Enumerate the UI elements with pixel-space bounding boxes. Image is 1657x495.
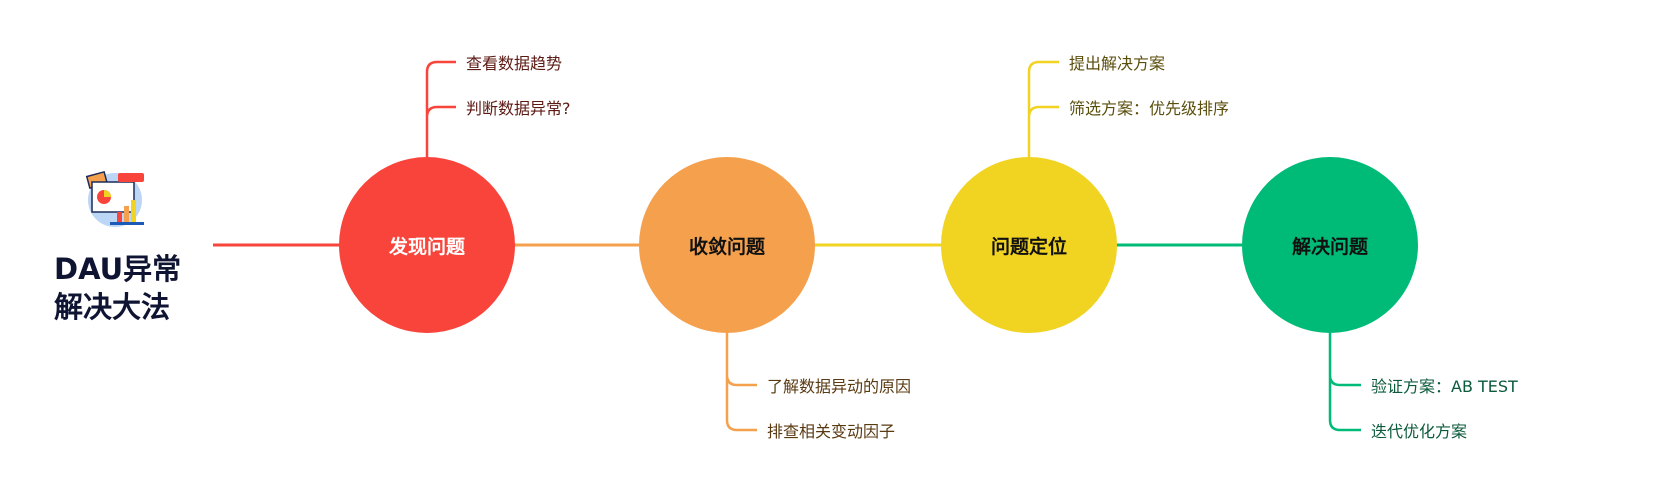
leaf-item[interactable]: 提出解决方案 (1069, 54, 1166, 73)
node-solve[interactable]: 解决问题 (1242, 157, 1418, 333)
node-label: 收敛问题 (688, 235, 765, 258)
node-discover[interactable]: 发现问题 (339, 157, 515, 333)
leaf-item[interactable]: 查看数据趋势 (466, 54, 563, 73)
leaf-item[interactable]: 判断数据异常? (466, 99, 571, 118)
leaf-item[interactable]: 迭代优化方案 (1371, 422, 1468, 441)
title-line-2: 解决大法 (54, 290, 171, 324)
dashboard-illustration-icon (85, 170, 144, 227)
node-label: 发现问题 (388, 235, 465, 258)
node-converge[interactable]: 收敛问题 (639, 157, 815, 333)
page-title: DAU异常 解决大法 (54, 250, 194, 326)
leaf-item[interactable]: 了解数据异动的原因 (767, 377, 912, 396)
node-label: 解决问题 (1291, 235, 1368, 258)
leaf-item[interactable]: 验证方案：AB TEST (1371, 377, 1518, 396)
node-locate[interactable]: 问题定位 (941, 157, 1117, 333)
leaf-item[interactable]: 筛选方案：优先级排序 (1069, 99, 1230, 118)
title-line-1: DAU异常 (54, 252, 182, 286)
leaf-item[interactable]: 排查相关变动因子 (767, 422, 896, 441)
node-label: 问题定位 (990, 235, 1067, 258)
